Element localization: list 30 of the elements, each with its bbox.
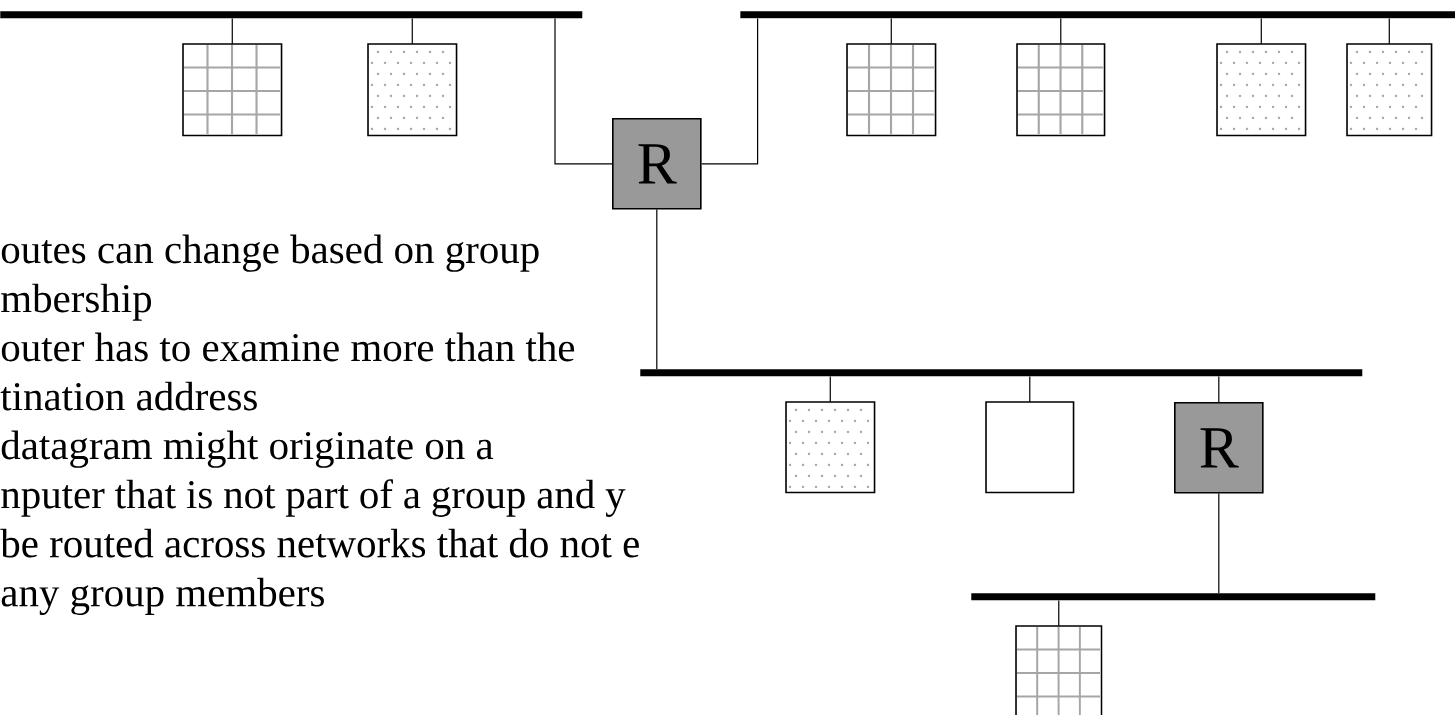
connector-line <box>411 17 413 45</box>
connector-line <box>1058 599 1060 627</box>
host-box <box>367 43 458 137</box>
host-box <box>785 401 876 494</box>
network-bar <box>740 11 1455 19</box>
host-box <box>1346 43 1433 137</box>
connector-line <box>1260 17 1262 45</box>
network-bar <box>971 593 1376 601</box>
connector-line <box>1029 375 1031 403</box>
router-box: R <box>612 118 702 210</box>
connector-line <box>890 17 892 45</box>
connector-line <box>1060 17 1062 45</box>
host-box <box>182 43 283 137</box>
connector-line <box>829 375 831 403</box>
host-box <box>1216 43 1307 137</box>
connector-line <box>701 17 759 165</box>
connector-line <box>1218 493 1220 594</box>
host-box <box>1016 43 1106 137</box>
connector-line <box>554 17 613 165</box>
connector-line <box>1388 17 1390 45</box>
network-bar <box>640 369 1363 377</box>
connector-line <box>1218 375 1220 403</box>
host-box <box>985 401 1075 494</box>
connector-line <box>656 209 658 370</box>
bullet-text: datagram might originate on a nputer that is not part of a group and y be routed across networks that do not e any group members <box>0 430 639 615</box>
connector-line <box>231 17 233 45</box>
host-box <box>846 43 937 137</box>
host-box <box>1015 625 1103 715</box>
router-box: R <box>1174 402 1264 494</box>
network-bar <box>0 11 583 19</box>
